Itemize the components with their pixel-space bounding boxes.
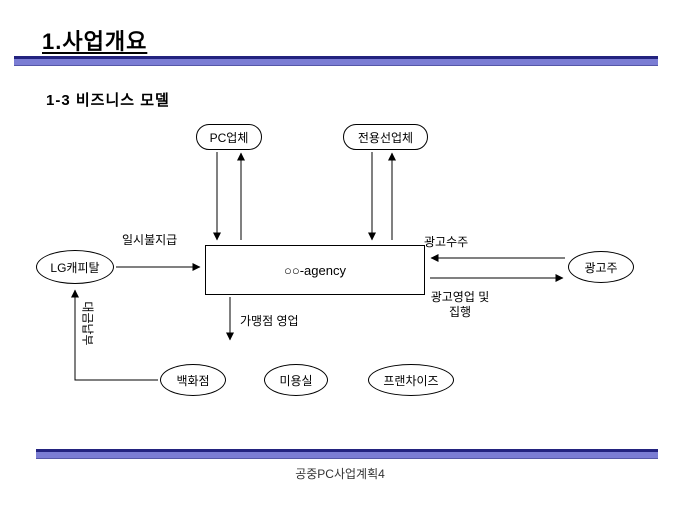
slide-footer: 공중PC사업계획4 xyxy=(295,467,385,481)
node-line-company: 전용선업체 xyxy=(343,124,428,150)
edge-label-lump-sum-payment: 일시불지급 xyxy=(122,233,178,247)
top-divider-bar xyxy=(14,56,658,66)
slide-title: 1.사업개요 xyxy=(42,29,148,54)
node-agency: ○○-agency xyxy=(205,245,425,295)
edge-label-ad-orders: 광고수주 xyxy=(424,235,469,249)
node-beauty-salon: 미용실 xyxy=(264,364,328,396)
slide-subtitle: 1-3 비즈니스 모델 xyxy=(46,92,170,109)
node-beauty-salon-label: 미용실 xyxy=(279,373,313,388)
node-agency-label: ○○-agency xyxy=(284,262,346,278)
node-advertiser-label: 광고주 xyxy=(584,260,618,275)
node-pc-company-label: PC업체 xyxy=(209,130,249,145)
node-pc-company: PC업체 xyxy=(196,124,262,150)
edge-label-ad-sales-line1: 광고영업 및 xyxy=(430,290,490,304)
edge-label-ad-sales-line2: 집행 xyxy=(448,305,472,319)
node-line-company-label: 전용선업체 xyxy=(357,130,414,145)
node-lg-capital-label: LG캐피탈 xyxy=(50,260,100,275)
node-department-store-label: 백화점 xyxy=(176,373,210,388)
node-lg-capital: LG캐피탈 xyxy=(36,250,114,284)
edge-label-merchant-sales: 가맹점 영업 xyxy=(240,314,299,328)
edge-label-payment: 대금납부 xyxy=(80,301,95,346)
node-franchise: 프랜차이즈 xyxy=(368,364,454,396)
edge-label-ad-sales-execution: 광고영업 및 집행 xyxy=(412,290,508,320)
bottom-divider-bar xyxy=(36,449,658,459)
node-department-store: 백화점 xyxy=(160,364,226,396)
node-franchise-label: 프랜차이즈 xyxy=(383,373,439,388)
node-advertiser: 광고주 xyxy=(568,251,634,283)
